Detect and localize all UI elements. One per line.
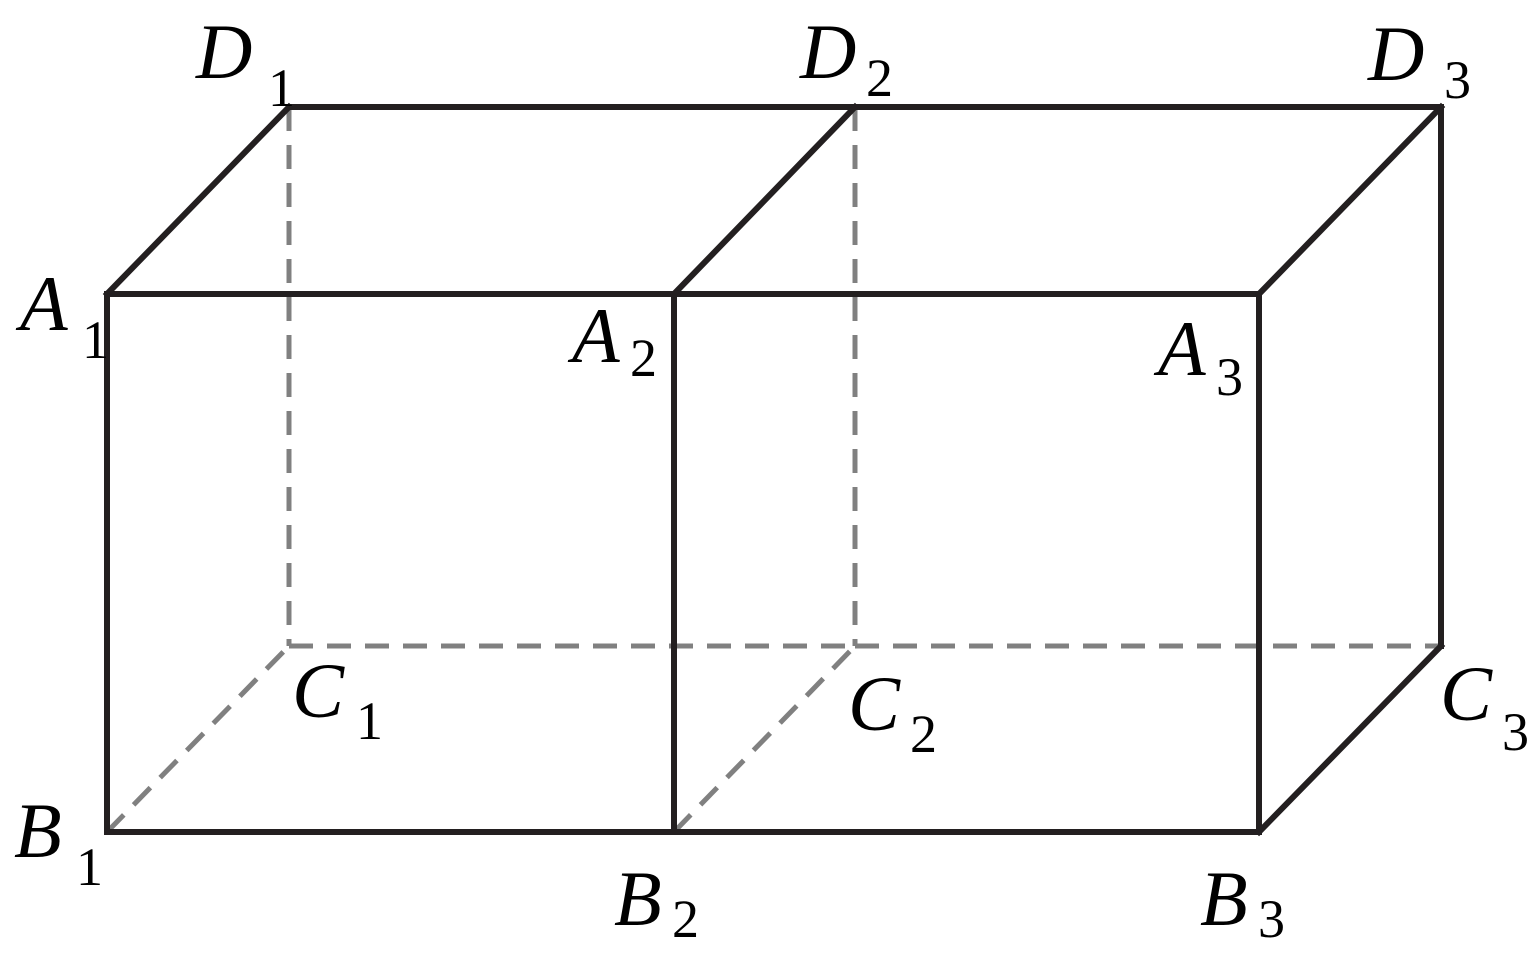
edge-b1-c1 <box>105 644 291 834</box>
vertex-subscript: 2 <box>910 704 937 764</box>
edge-b3-c3 <box>1254 641 1446 837</box>
hidden-edges <box>105 107 1441 834</box>
edge-a1-d1 <box>102 102 294 299</box>
vertex-subscript: 3 <box>1502 702 1529 762</box>
vertex-letter: B <box>1200 855 1248 942</box>
vertex-subscript: 1 <box>76 837 103 897</box>
edge-b2-c2 <box>672 644 857 834</box>
vertex-subscript: 3 <box>1444 50 1471 110</box>
vertex-subscript: 2 <box>630 328 657 388</box>
visible-edges <box>102 102 1446 837</box>
vertex-letter: A <box>567 292 620 379</box>
vertex-letter: C <box>848 660 901 747</box>
edge-a3-d3 <box>1254 102 1446 299</box>
vertex-letter: C <box>292 647 345 734</box>
vertex-subscript: 2 <box>866 48 893 108</box>
vertex-subscript: 3 <box>1258 889 1285 949</box>
vertex-subscript: 1 <box>356 691 383 751</box>
vertex-letter: C <box>1440 650 1493 737</box>
vertex-subscript: 1 <box>268 58 295 118</box>
vertex-subscript: 1 <box>82 310 109 370</box>
vertex-letter: A <box>1153 305 1206 392</box>
vertex-letter: D <box>799 8 856 95</box>
vertex-subscript: 2 <box>672 889 699 949</box>
vertex-letter: A <box>15 260 68 347</box>
vertex-letter: B <box>614 855 662 942</box>
vertex-letter: B <box>14 787 62 874</box>
vertex-letter: D <box>1367 10 1424 97</box>
vertex-subscript: 3 <box>1216 347 1243 407</box>
vertex-letter: D <box>195 8 252 95</box>
edge-a2-d2 <box>669 102 860 299</box>
